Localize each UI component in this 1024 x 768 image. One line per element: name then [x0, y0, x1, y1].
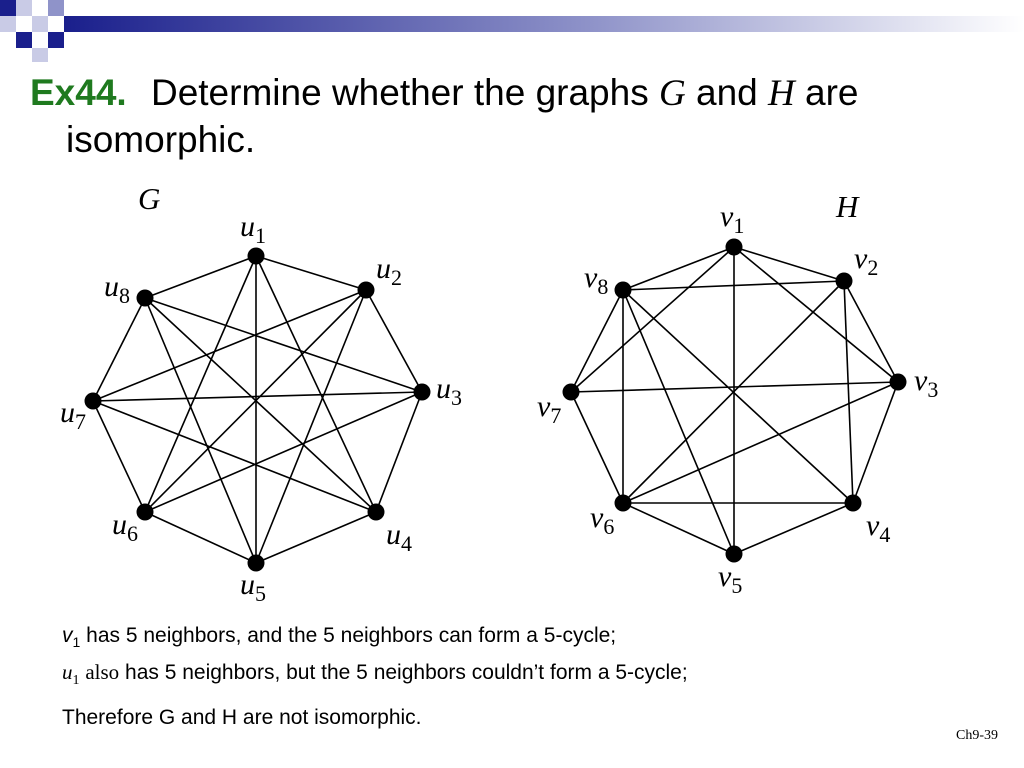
- edge-v1-v2: [733, 246, 845, 282]
- edge-u2-u7: [92, 289, 367, 402]
- vertex-label-v6: v6: [590, 501, 614, 539]
- edge-v4-v5: [733, 502, 854, 555]
- vertex-label-v1: v1: [720, 200, 744, 238]
- edge-v6-v7: [570, 391, 624, 504]
- vertex-v6: [614, 494, 632, 512]
- edge-v3-v7: [570, 381, 899, 393]
- slide-number: Ch9-39: [956, 728, 998, 743]
- edge-u4-u5: [255, 511, 377, 564]
- note-line-3: Therefore G and H are not isomorphic.: [62, 706, 422, 729]
- vertex-label-v7: v7: [537, 390, 561, 428]
- vertex-label-u8: u8: [104, 270, 130, 308]
- edge-v8-v5: [622, 289, 735, 555]
- title-bar-decoration: [0, 0, 1024, 62]
- vertex-v5: [725, 545, 743, 563]
- edge-u1-u6: [144, 255, 257, 513]
- edge-v1-v3: [733, 246, 899, 383]
- edge-u2-u3: [365, 289, 423, 393]
- edge-u5-u8: [144, 297, 257, 564]
- note-line-1: v1 has 5 neighbors, and the 5 neighbors …: [62, 624, 616, 650]
- edge-u5-u6: [144, 511, 257, 564]
- vertex-label-u3: u3: [436, 372, 462, 410]
- vertex-v3: [889, 373, 907, 391]
- note-line-2: u1 also has 5 neighbors, but the 5 neigh…: [62, 660, 688, 689]
- graph-h-label: H: [835, 189, 860, 224]
- edge-v4-v8: [622, 289, 854, 504]
- edge-u8-u1: [144, 255, 257, 299]
- edge-u1-u2: [255, 255, 367, 291]
- edge-u3-u6: [144, 391, 423, 513]
- vertex-u4: [367, 503, 385, 521]
- graph-h: v1 v2 v3 v4 v5 v6 v7 v8: [537, 200, 938, 598]
- graph-g: u1 u2 u3 u4 u5 u6 u7 u8: [60, 210, 462, 606]
- edge-v5-v6: [622, 502, 735, 555]
- slide-title: Ex44. Determine whether the graphs G and…: [30, 70, 990, 163]
- vertex-label-v2: v2: [854, 242, 878, 280]
- edge-u1-u4: [255, 255, 377, 513]
- edge-v7-v8: [570, 289, 624, 393]
- vertex-label-u2: u2: [376, 252, 402, 290]
- edge-v3-v6: [622, 381, 899, 504]
- note2-sub: 1: [72, 673, 80, 689]
- edge-u2-u5: [255, 289, 367, 564]
- title-line-2: isomorphic.: [66, 119, 256, 160]
- vertex-v7: [562, 383, 580, 401]
- graphs-diagram: G H u1 u2 u3 u4 u5 u6 u7 u8 v1 v2 v3 v4 v5 v6 v7 v8: [60, 181, 938, 606]
- vertex-u2: [357, 281, 375, 299]
- vertex-v4: [844, 494, 862, 512]
- vertex-label-v4: v4: [866, 509, 890, 547]
- edge-v8-v1: [622, 246, 735, 291]
- edge-v2-v8: [622, 280, 845, 291]
- vertex-u1: [247, 247, 265, 265]
- vertex-label-v3: v3: [914, 364, 938, 402]
- note2-also: also: [85, 660, 120, 684]
- edge-v1-v7: [570, 246, 735, 393]
- vertex-u7: [84, 392, 102, 410]
- vertex-label-u6: u6: [112, 508, 138, 546]
- exercise-label: Ex44.: [30, 72, 127, 113]
- vertex-label-u4: u4: [386, 518, 412, 556]
- note2-text: has 5 neighbors, but the 5 neighbors cou…: [125, 661, 688, 684]
- note1-var: v: [62, 624, 73, 647]
- edge-u7-u8: [92, 297, 146, 402]
- note1-text: has 5 neighbors, and the 5 neighbors can…: [86, 624, 617, 647]
- graph-g-label: G: [138, 181, 160, 216]
- vertex-u8: [136, 289, 154, 307]
- edge-v2-v3: [843, 280, 899, 383]
- vertex-u5: [247, 554, 265, 572]
- vertex-v8: [614, 281, 632, 299]
- vertex-label-u7: u7: [60, 396, 86, 434]
- edge-u4-u7: [92, 400, 377, 513]
- vertex-label-v8: v8: [584, 261, 608, 299]
- title-and: and: [696, 72, 758, 113]
- vertex-u6: [136, 503, 154, 521]
- title-text-2: are: [805, 72, 859, 113]
- edge-u4-u8: [144, 297, 377, 513]
- note1-sub: 1: [72, 634, 81, 651]
- title-text-1: Determine whether the graphs: [150, 72, 649, 113]
- vertex-label-u1: u1: [240, 210, 266, 248]
- edge-v3-v4: [852, 381, 899, 504]
- note2-var: u: [62, 660, 73, 684]
- vertex-u3: [413, 383, 431, 401]
- edge-u3-u8: [144, 297, 423, 393]
- edge-u3-u4: [375, 391, 423, 513]
- vertex-label-v5: v5: [718, 560, 742, 598]
- vertex-v2: [835, 272, 853, 290]
- edge-v2-v4: [843, 280, 854, 504]
- vertex-v1: [725, 238, 743, 256]
- edge-u3-u7: [92, 391, 423, 402]
- title-var-h: H: [768, 73, 795, 114]
- edge-u6-u7: [92, 400, 146, 513]
- vertex-label-u5: u5: [240, 568, 266, 606]
- title-var-g: G: [658, 73, 686, 114]
